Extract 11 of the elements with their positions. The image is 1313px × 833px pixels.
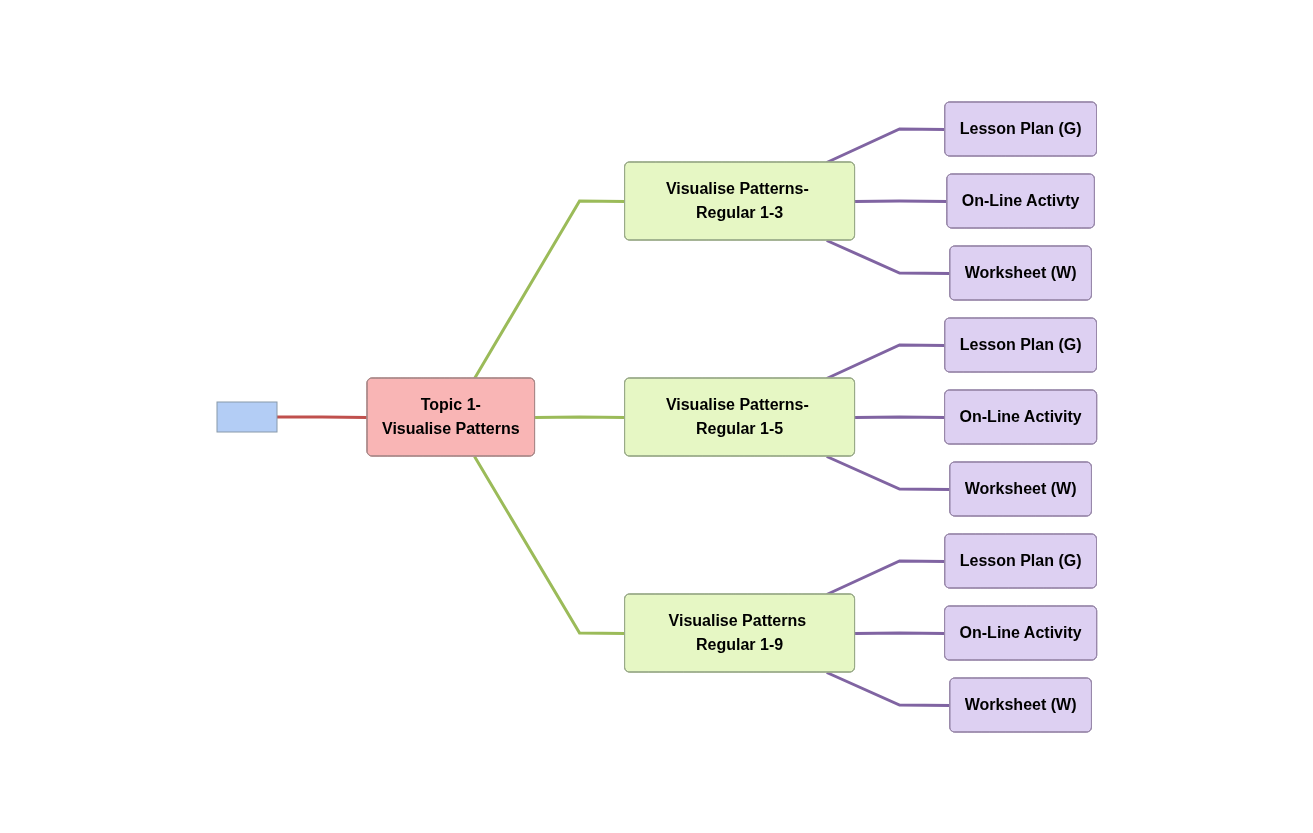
connector: [825, 454, 950, 491]
connector: [534, 415, 625, 419]
connector: [854, 415, 945, 419]
node-box: [216, 401, 278, 432]
connector: [854, 631, 945, 635]
connector: [472, 199, 625, 379]
connector: [276, 415, 368, 419]
connector: [825, 238, 950, 275]
connector: [472, 455, 625, 635]
connector: [854, 199, 947, 203]
connector: [825, 670, 950, 707]
